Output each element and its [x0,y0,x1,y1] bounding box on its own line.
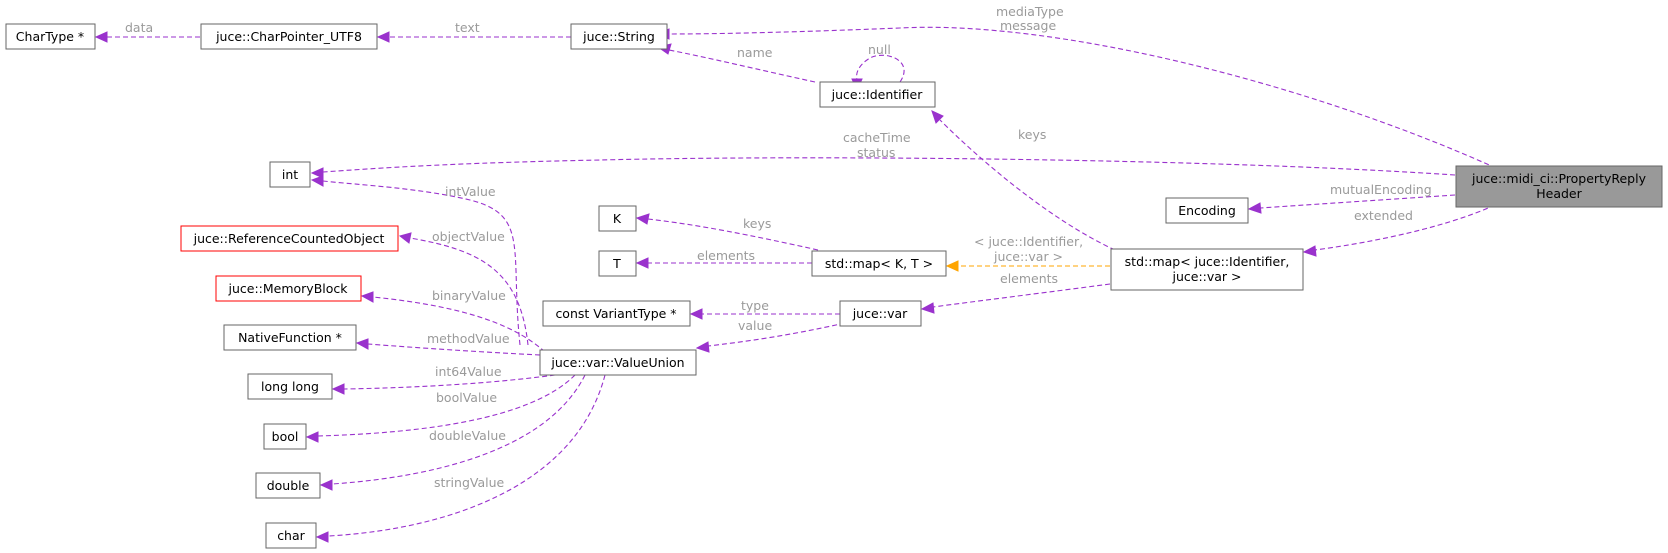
node-charpointer-utf8[interactable]: juce::CharPointer_UTF8 [200,23,378,50]
edge-name: name [656,43,816,83]
edge-mutualencoding: mutualEncoding [1247,182,1456,214]
svg-text:const VariantType *: const VariantType * [555,306,676,321]
edge-label-template-line1: < juce::Identifier, [974,234,1083,249]
edge-methodvalue: methodValue [355,331,541,356]
edge-keys-identifier: keys [931,110,1116,251]
node-int[interactable]: int [269,161,311,188]
node-long-long[interactable]: long long [247,373,333,400]
edge-label-mediatype: mediaType [996,4,1064,19]
svg-text:CharType *: CharType * [16,29,84,44]
edge-keys-k: keys [635,213,819,251]
edge-label-keys-k: keys [743,216,771,231]
edge-text: text [376,20,571,43]
svg-text:juce::var::ValueUnion: juce::var::ValueUnion [550,355,684,370]
svg-text:juce::CharPointer_UTF8: juce::CharPointer_UTF8 [215,29,362,44]
edge-value: value [695,318,846,353]
edge-label-status: status [857,145,895,160]
edge-label-template-line2: juce::var > [993,249,1063,264]
node-map-identifier-var[interactable]: std::map< juce::Identifier, juce::var > [1110,248,1304,291]
edge-label-methodvalue: methodValue [427,331,510,346]
node-bool[interactable]: bool [263,423,307,450]
svg-text:char: char [277,528,305,543]
svg-text:T: T [612,256,621,271]
svg-text:juce::midi_ci::PropertyReply: juce::midi_ci::PropertyReply [1471,171,1647,186]
node-t[interactable]: T [598,250,637,277]
edge-label-value: value [738,318,772,333]
node-double[interactable]: double [255,472,321,499]
node-memory-block[interactable]: juce::MemoryBlock [215,275,362,302]
edge-label-intvalue: intValue [445,184,496,199]
edge-label-text: text [455,20,480,35]
edge-label-elements-var: elements [1000,271,1058,286]
edge-label-extended: extended [1354,208,1413,223]
edge-label-message: message [1000,18,1056,33]
svg-text:juce::MemoryBlock: juce::MemoryBlock [227,281,348,296]
edge-mediatype-message: mediaType message [656,4,1497,169]
node-juce-string[interactable]: juce::String [570,23,668,50]
edge-label-keys-identifier: keys [1018,127,1046,142]
edge-type: type [689,298,840,320]
edge-label-doublevalue: doubleValue [429,428,506,443]
edge-label-name: name [737,45,773,60]
edge-binaryvalue: binaryValue [360,288,546,353]
svg-text:K: K [613,211,622,226]
svg-text:juce::String: juce::String [582,29,655,44]
node-native-function[interactable]: NativeFunction * [223,324,357,351]
edge-label-cachetime: cacheTime [843,130,911,145]
edge-label-null: null [868,42,891,57]
node-encoding[interactable]: Encoding [1165,197,1249,224]
edge-int64value: int64Value [331,364,556,395]
edge-data: data [94,20,200,43]
svg-text:bool: bool [272,429,299,444]
edge-label-boolvalue: boolValue [436,390,497,405]
svg-text:juce::var: juce::var [852,306,908,321]
edge-template-instance: < juce::Identifier, juce::var > [945,234,1110,272]
node-property-reply-header[interactable]: juce::midi_ci::PropertyReply Header [1455,165,1663,208]
edge-label-binaryvalue: binaryValue [432,288,506,303]
svg-text:Encoding: Encoding [1178,203,1236,218]
node-value-union[interactable]: juce::var::ValueUnion [539,349,697,376]
edge-label-data: data [125,20,153,35]
edge-elements-t: elements [635,248,812,269]
edge-doublevalue: doubleValue [319,374,586,491]
edge-label-stringvalue: stringValue [434,475,505,490]
node-reference-counted-object[interactable]: juce::ReferenceCountedObject [180,225,399,252]
node-juce-var[interactable]: juce::var [839,300,922,327]
edge-boolvalue: boolValue [305,374,576,443]
svg-text:NativeFunction *: NativeFunction * [238,330,342,345]
node-chartype[interactable]: CharType * [5,23,96,50]
node-char[interactable]: char [265,522,317,549]
svg-text:juce::var >: juce::var > [1171,269,1241,284]
edge-label-type: type [741,298,769,313]
edge-elements-var: elements [920,271,1111,314]
edge-label-elements-t: elements [697,248,755,263]
edge-intvalue: intValue [310,175,521,346]
edge-extended: extended [1302,204,1496,257]
node-juce-identifier[interactable]: juce::Identifier [819,81,936,108]
node-map-k-t[interactable]: std::map< K, T > [811,250,947,277]
edge-cachetime-status: cacheTime status [310,130,1456,179]
svg-text:juce::ReferenceCountedObject: juce::ReferenceCountedObject [193,231,385,246]
edge-objectvalue: objectValue [398,229,529,346]
svg-text:long long: long long [261,379,319,394]
svg-text:Header: Header [1536,186,1582,201]
svg-text:int: int [282,167,298,182]
node-k[interactable]: K [598,205,637,232]
svg-text:juce::Identifier: juce::Identifier [831,87,924,102]
edge-label-int64value: int64Value [435,364,502,379]
edge-label-mutualencoding: mutualEncoding [1330,182,1432,197]
svg-text:std::map< juce::Identifier,: std::map< juce::Identifier, [1125,254,1290,269]
svg-text:double: double [267,478,310,493]
edge-stringvalue: stringValue [315,374,606,543]
edge-label-objectvalue: objectValue [432,229,505,244]
node-variant-type[interactable]: const VariantType * [542,300,691,327]
svg-text:std::map< K, T >: std::map< K, T > [825,256,933,271]
